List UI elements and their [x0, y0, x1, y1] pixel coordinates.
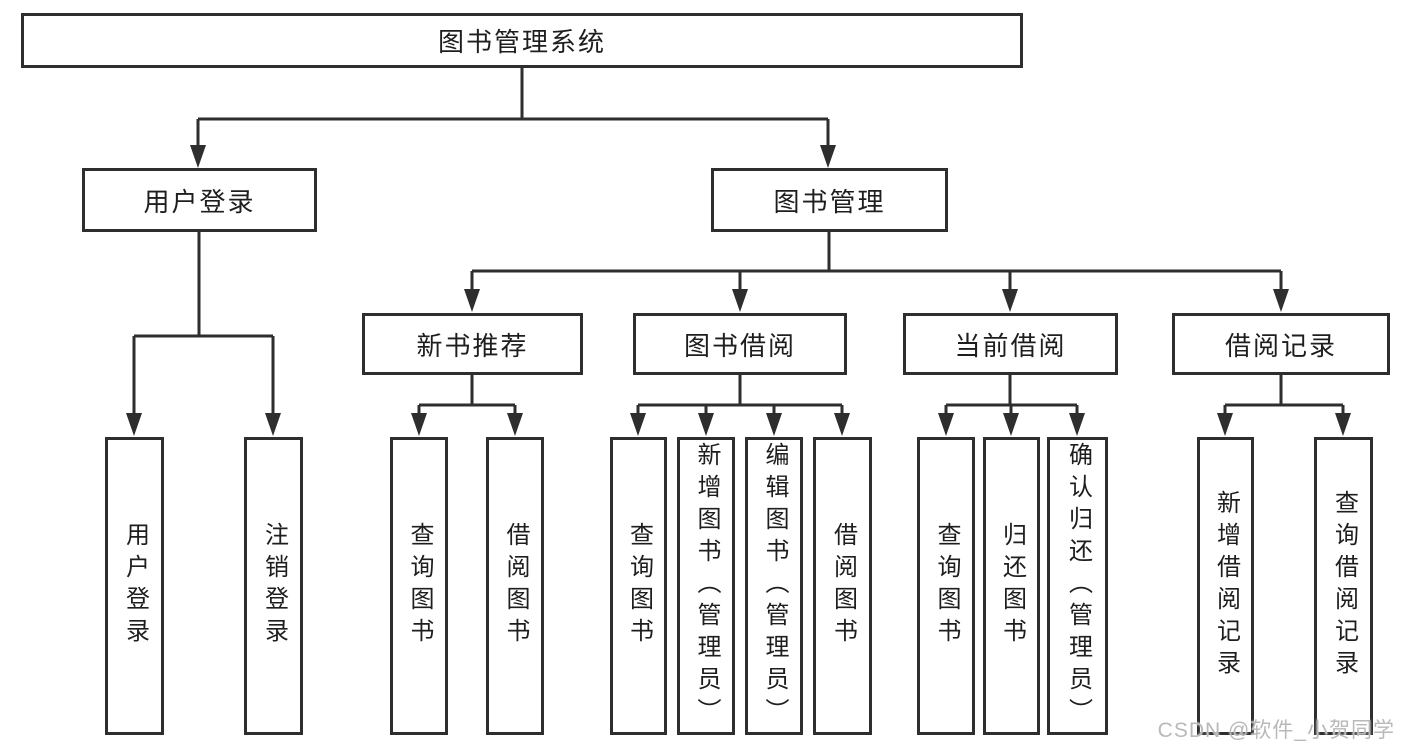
- connector-book-mgmt-to-level2: [464, 232, 1289, 312]
- leaf-user-login-label: 用户登录: [121, 522, 149, 650]
- node-book-borrowing-label: 图书借阅: [683, 330, 796, 361]
- leaf-bb-edit-books-admin: 编辑图书（管理员）: [745, 437, 803, 735]
- leaf-br-add-record-label: 新增借阅记录: [1212, 490, 1240, 682]
- connector-root-to-level1: [190, 68, 836, 168]
- leaf-logout: 注销登录: [244, 437, 303, 735]
- leaf-cb-return-books: 归还图书: [983, 437, 1040, 735]
- leaf-br-query-record: 查询借阅记录: [1314, 437, 1373, 735]
- node-root-system: 图书管理系统: [21, 13, 1023, 68]
- leaf-cb-query-books: 查询图书: [917, 437, 975, 735]
- leaf-bb-add-books-admin-label: 新增图书（管理员）: [693, 442, 720, 730]
- csdn-watermark: CSDN @软件_小贺同学: [1157, 719, 1395, 742]
- node-user-login: 用户登录: [82, 168, 317, 232]
- leaf-user-login: 用户登录: [105, 437, 164, 735]
- leaf-rec-borrow-books: 借阅图书: [486, 437, 544, 735]
- leaf-logout-label: 注销登录: [260, 522, 288, 650]
- node-root-label: 图书管理系统: [437, 27, 606, 57]
- connector-current-borrow-to-leaves: [938, 375, 1085, 436]
- leaf-bb-borrow-books-label: 借阅图书: [829, 522, 857, 650]
- node-user-login-label: 用户登录: [143, 186, 256, 217]
- leaf-rec-query-books: 查询图书: [390, 437, 448, 735]
- connector-borrow-records-to-leaves: [1217, 375, 1351, 436]
- connector-book-borrow-to-leaves: [630, 375, 850, 436]
- node-borrow-records-label: 借阅记录: [1224, 330, 1337, 361]
- node-borrow-records: 借阅记录: [1172, 313, 1390, 375]
- leaf-bb-edit-books-admin-label: 编辑图书（管理员）: [761, 442, 788, 730]
- leaf-bb-borrow-books: 借阅图书: [813, 437, 872, 735]
- leaf-bb-query-books: 查询图书: [610, 437, 667, 735]
- connector-user-login-to-leaves: [126, 232, 281, 436]
- node-new-book-recommend-label: 新书推荐: [416, 330, 529, 361]
- leaf-rec-query-books-label: 查询图书: [406, 522, 433, 650]
- leaf-bb-query-books-label: 查询图书: [625, 522, 653, 650]
- leaf-cb-return-books-label: 归还图书: [998, 522, 1026, 650]
- leaf-cb-confirm-return-admin-label: 确认归还（管理员）: [1064, 442, 1092, 730]
- leaf-bb-add-books-admin: 新增图书（管理员）: [677, 437, 735, 735]
- node-current-borrowing-label: 当前借阅: [954, 330, 1067, 361]
- node-new-book-recommend: 新书推荐: [362, 313, 583, 375]
- leaf-rec-borrow-books-label: 借阅图书: [502, 522, 529, 650]
- node-book-management: 图书管理: [711, 168, 948, 232]
- node-book-management-label: 图书管理: [773, 186, 886, 217]
- connector-new-book-rec-to-leaves: [411, 375, 523, 436]
- leaf-cb-confirm-return-admin: 确认归还（管理员）: [1047, 437, 1108, 735]
- leaf-cb-query-books-label: 查询图书: [933, 522, 960, 650]
- node-current-borrowing: 当前借阅: [903, 313, 1118, 375]
- leaf-br-add-record: 新增借阅记录: [1197, 437, 1254, 735]
- node-book-borrowing: 图书借阅: [633, 313, 847, 375]
- leaf-br-query-record-label: 查询借阅记录: [1330, 490, 1358, 682]
